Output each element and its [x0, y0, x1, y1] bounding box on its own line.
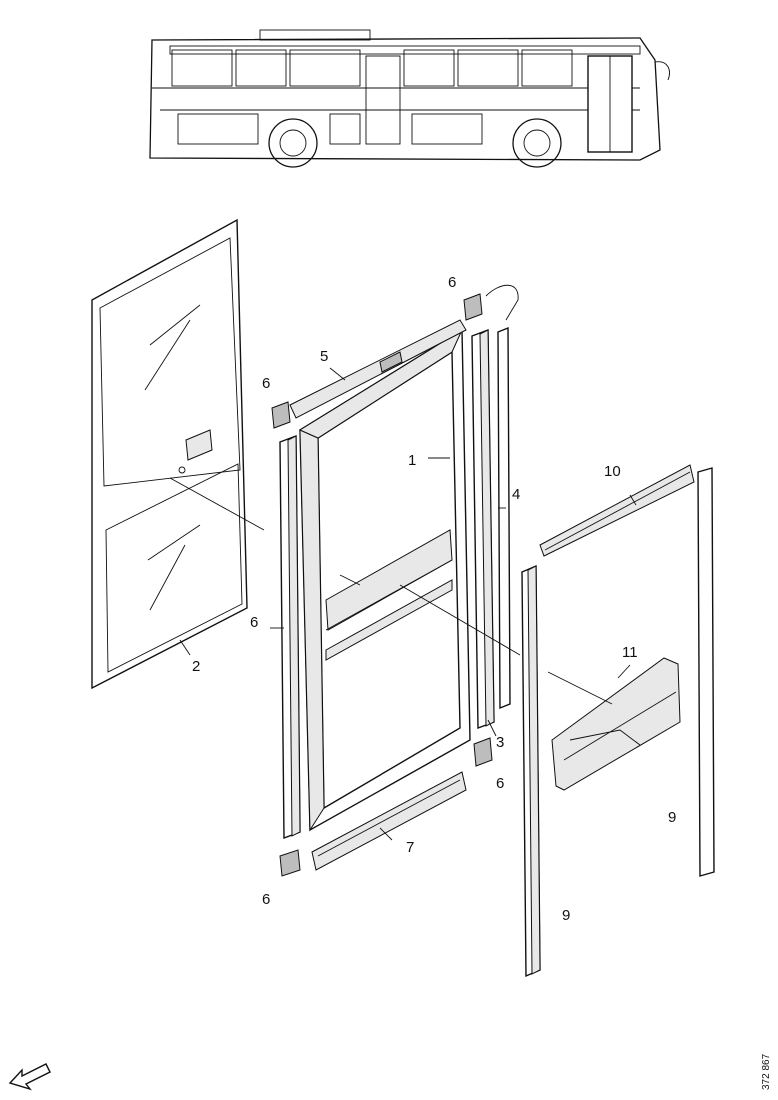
callout-7: 7 [406, 839, 414, 856]
callout-2: 2 [192, 658, 200, 675]
leader-lines [169, 367, 637, 841]
forward-direction-arrow-icon [8, 1063, 51, 1091]
callout-labels: 1 2 3 4 5 6 6 6 6 6 7 8 9 9 10 11 [192, 274, 676, 924]
lower-bracket [551, 657, 681, 791]
callout-9-left: 9 [562, 907, 570, 924]
bottom-rail [311, 771, 467, 871]
upper-guide-rail [539, 464, 695, 557]
callout-9-right: 9 [668, 809, 676, 826]
left-seal-strip [279, 434, 301, 840]
callout-6-left-seal: 6 [250, 614, 258, 631]
callout-6-lower-right: 6 [496, 775, 504, 792]
top-rail [289, 319, 467, 419]
callout-6-lower-left: 6 [262, 891, 270, 908]
callout-6-upper-left: 6 [262, 375, 270, 392]
callout-10: 10 [604, 463, 621, 480]
callout-3: 3 [496, 734, 504, 751]
corner-brackets [271, 284, 519, 877]
reference-code: 372 867 [761, 1053, 772, 1090]
bus-side-view-icon [149, 29, 670, 168]
callout-5: 5 [320, 348, 328, 365]
callout-1: 1 [408, 452, 416, 469]
callout-6-upper-right: 6 [448, 274, 456, 291]
callout-11: 11 [622, 644, 638, 661]
vertical-strips [521, 467, 715, 978]
right-seal-strips [471, 326, 511, 730]
door-frame [298, 328, 471, 832]
callout-4: 4 [512, 486, 520, 503]
door-glass-panel [91, 218, 248, 690]
